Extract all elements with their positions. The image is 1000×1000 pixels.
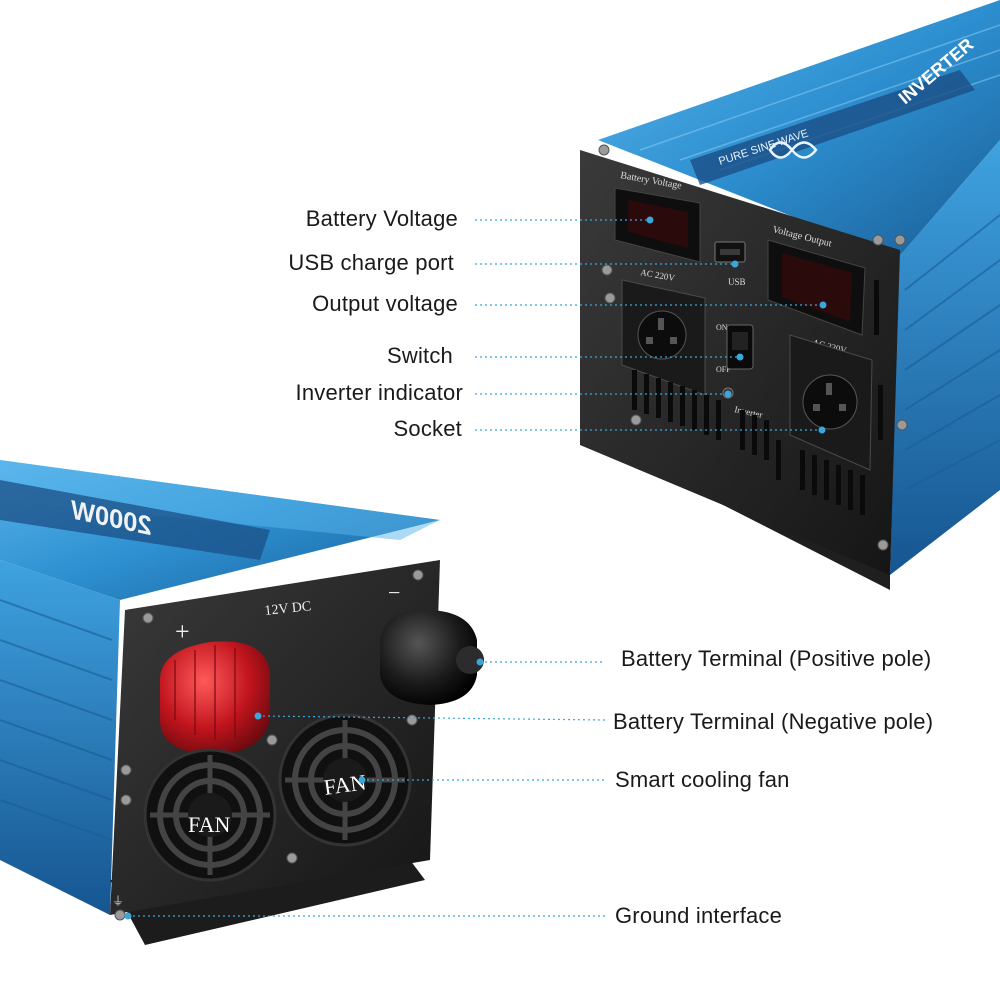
minus-symbol: −	[388, 580, 400, 605]
bottom-inverter: 2000W 12V DC + −	[0, 460, 484, 945]
bottom-label-strip	[0, 480, 270, 560]
plus-symbol: +	[175, 617, 190, 646]
top-housing-side	[890, 140, 1000, 575]
positive-terminal-ridges	[174, 645, 236, 740]
bottom-housing-side	[0, 560, 120, 915]
label-output-voltage: Output voltage	[312, 291, 458, 316]
top-label-strip	[690, 70, 975, 185]
callout-dots	[124, 216, 827, 920]
label-battery-negative: Battery Terminal (Negative pole)	[613, 709, 934, 734]
top-inverter: PURE SINE WAVE INVERTER Battery Voltage …	[580, 0, 1000, 590]
left-socket-face	[637, 310, 687, 360]
right-cooling-fan	[278, 713, 412, 847]
top-housing-fins	[904, 214, 1000, 491]
negative-terminal-cap	[380, 610, 477, 705]
right-socket-face	[802, 374, 858, 430]
label-switch: Switch	[387, 343, 453, 368]
label-ground-interface: Ground interface	[615, 903, 783, 928]
negative-terminal-knob	[456, 646, 484, 674]
label-cooling-fan: Smart cooling fan	[615, 767, 790, 792]
bottom-housing-fins	[0, 599, 113, 841]
right-socket-holes	[813, 383, 846, 411]
ground-icon: ⏚	[112, 894, 124, 908]
battery-voltage-screen	[628, 200, 688, 248]
bottom-housing-highlight	[0, 460, 440, 540]
label-inverter-indicator: Inverter indicator	[295, 380, 463, 405]
label-usb-charge-port: USB charge port	[288, 250, 454, 275]
label-battery-positive: Battery Terminal (Positive pole)	[621, 646, 932, 671]
switch-on-text: ON	[716, 323, 728, 332]
switch-off-text: OFF	[716, 365, 731, 374]
usb-panel-text: USB	[728, 277, 746, 287]
callout-lines	[128, 219, 823, 917]
left-cooling-fan	[143, 748, 277, 882]
label-battery-voltage: Battery Voltage	[305, 206, 458, 231]
voltage-output-screen	[782, 253, 852, 322]
dc-input-text: 12V DC	[264, 599, 312, 619]
fan-right-label: FAN	[322, 769, 368, 800]
bottom-panel-screws	[114, 569, 424, 921]
fan-left-label: FAN	[188, 812, 230, 837]
label-socket: Socket	[393, 416, 462, 441]
usb-port-slot	[720, 249, 740, 255]
infinity-logo-icon	[768, 141, 818, 159]
left-socket-holes	[646, 318, 677, 344]
top-panel-screws	[598, 144, 908, 551]
power-switch-rocker	[732, 332, 748, 350]
